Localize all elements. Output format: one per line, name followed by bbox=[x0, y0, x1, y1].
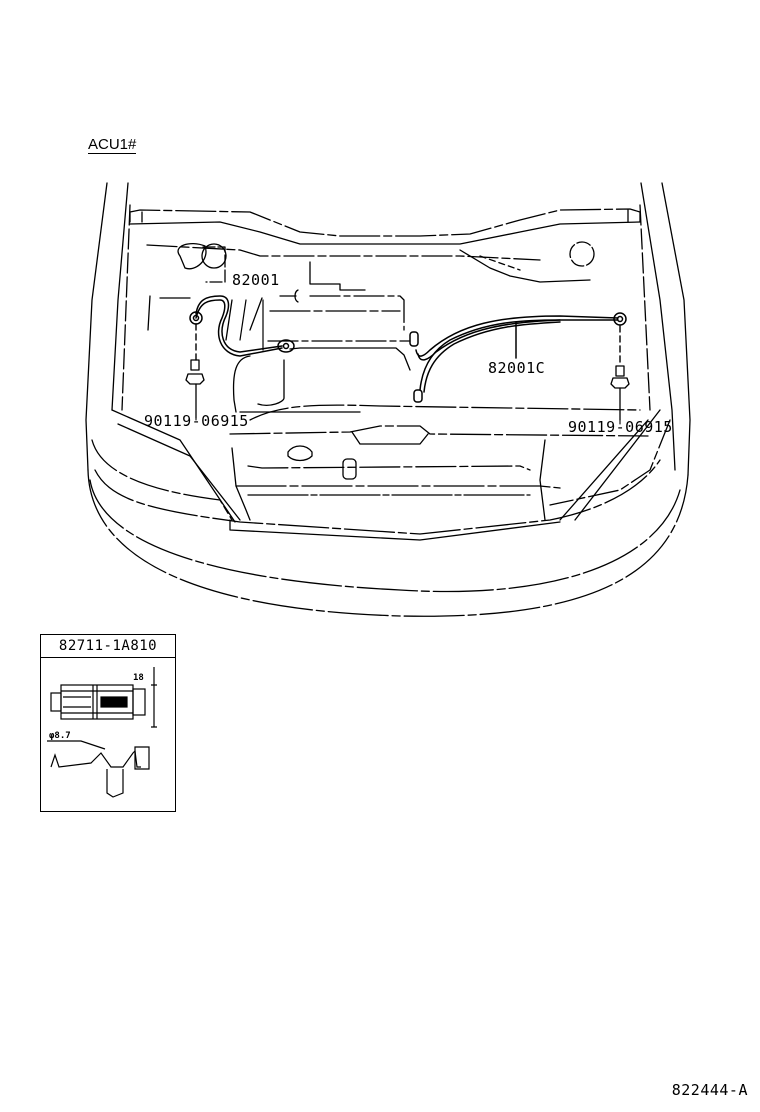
callout-82001: 82001 bbox=[232, 271, 280, 289]
wire-82001 bbox=[189, 295, 295, 357]
inset-dimension-height: 18 bbox=[133, 673, 144, 683]
bumper-outlines bbox=[87, 409, 689, 617]
bolt-left-icon bbox=[185, 323, 205, 419]
illustration-code: 822444-A bbox=[671, 1081, 748, 1099]
bolt-right-icon bbox=[610, 325, 630, 421]
leader-lines bbox=[195, 417, 621, 425]
strut-towers bbox=[177, 241, 595, 283]
cowl-panel bbox=[129, 208, 641, 261]
callout-82001C: 82001C bbox=[488, 359, 546, 377]
callout-bolt-left: 90119-06915 bbox=[144, 412, 249, 430]
inset-part-number: 82711-1A810 bbox=[41, 635, 175, 658]
clip-icon bbox=[47, 667, 157, 798]
model-code-label: ACU1# bbox=[88, 136, 137, 154]
callout-bolt-right: 90119-06915 bbox=[568, 418, 673, 436]
clip-detail-inset: 82711-1A810 18 φ8.7 bbox=[40, 634, 176, 812]
fender-outlines bbox=[85, 182, 691, 476]
wire-82001C bbox=[409, 312, 627, 403]
inset-dimension-diameter: φ8.7 bbox=[49, 731, 71, 741]
radiator-support bbox=[229, 404, 649, 521]
